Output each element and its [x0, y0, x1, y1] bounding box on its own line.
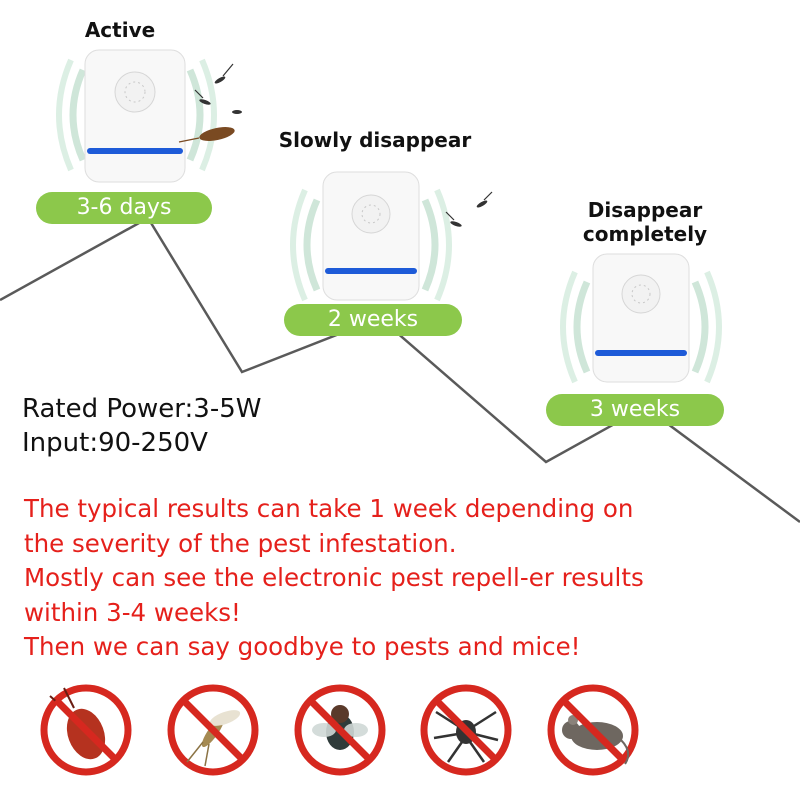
input-voltage-spec: Input:90-250V — [22, 428, 208, 458]
duration-pill-2-weeks: 2 weeks — [284, 304, 462, 336]
repeller-device — [290, 171, 452, 302]
note-line: The typical results can take 1 week depe… — [24, 494, 634, 523]
results-note: The typical results can take 1 week depe… — [24, 492, 644, 665]
rated-power-spec: Rated Power:3-5W — [22, 394, 262, 424]
repeller-device — [56, 49, 217, 183]
note-line: Mostly can see the electronic pest repel… — [24, 563, 644, 592]
stage-title-slowly-disappear: Slowly disappear — [278, 128, 472, 152]
no-fly-icon — [294, 684, 386, 776]
note-line: Then we can say goodbye to pests and mic… — [24, 632, 581, 661]
note-line: the severity of the pest infestation. — [24, 528, 457, 558]
mosquito-icon — [445, 191, 493, 227]
stage-title-line: completely — [582, 222, 708, 246]
no-mosquito-icon — [167, 684, 259, 776]
note-line: within 3-4 weeks! — [24, 597, 241, 627]
no-cockroach-icon — [40, 684, 132, 776]
stage-title-disappear-completely: Disappear completely — [565, 198, 725, 246]
insects-icon — [178, 63, 242, 143]
repeller-device — [560, 253, 722, 384]
duration-pill-3-weeks: 3 weeks — [546, 394, 724, 426]
stage-title-line: Disappear — [587, 198, 703, 222]
stage-title-active: Active — [84, 18, 156, 42]
no-mouse-icon — [547, 684, 639, 776]
no-spider-icon — [420, 684, 512, 776]
duration-pill-3-6-days: 3-6 days — [36, 192, 212, 224]
